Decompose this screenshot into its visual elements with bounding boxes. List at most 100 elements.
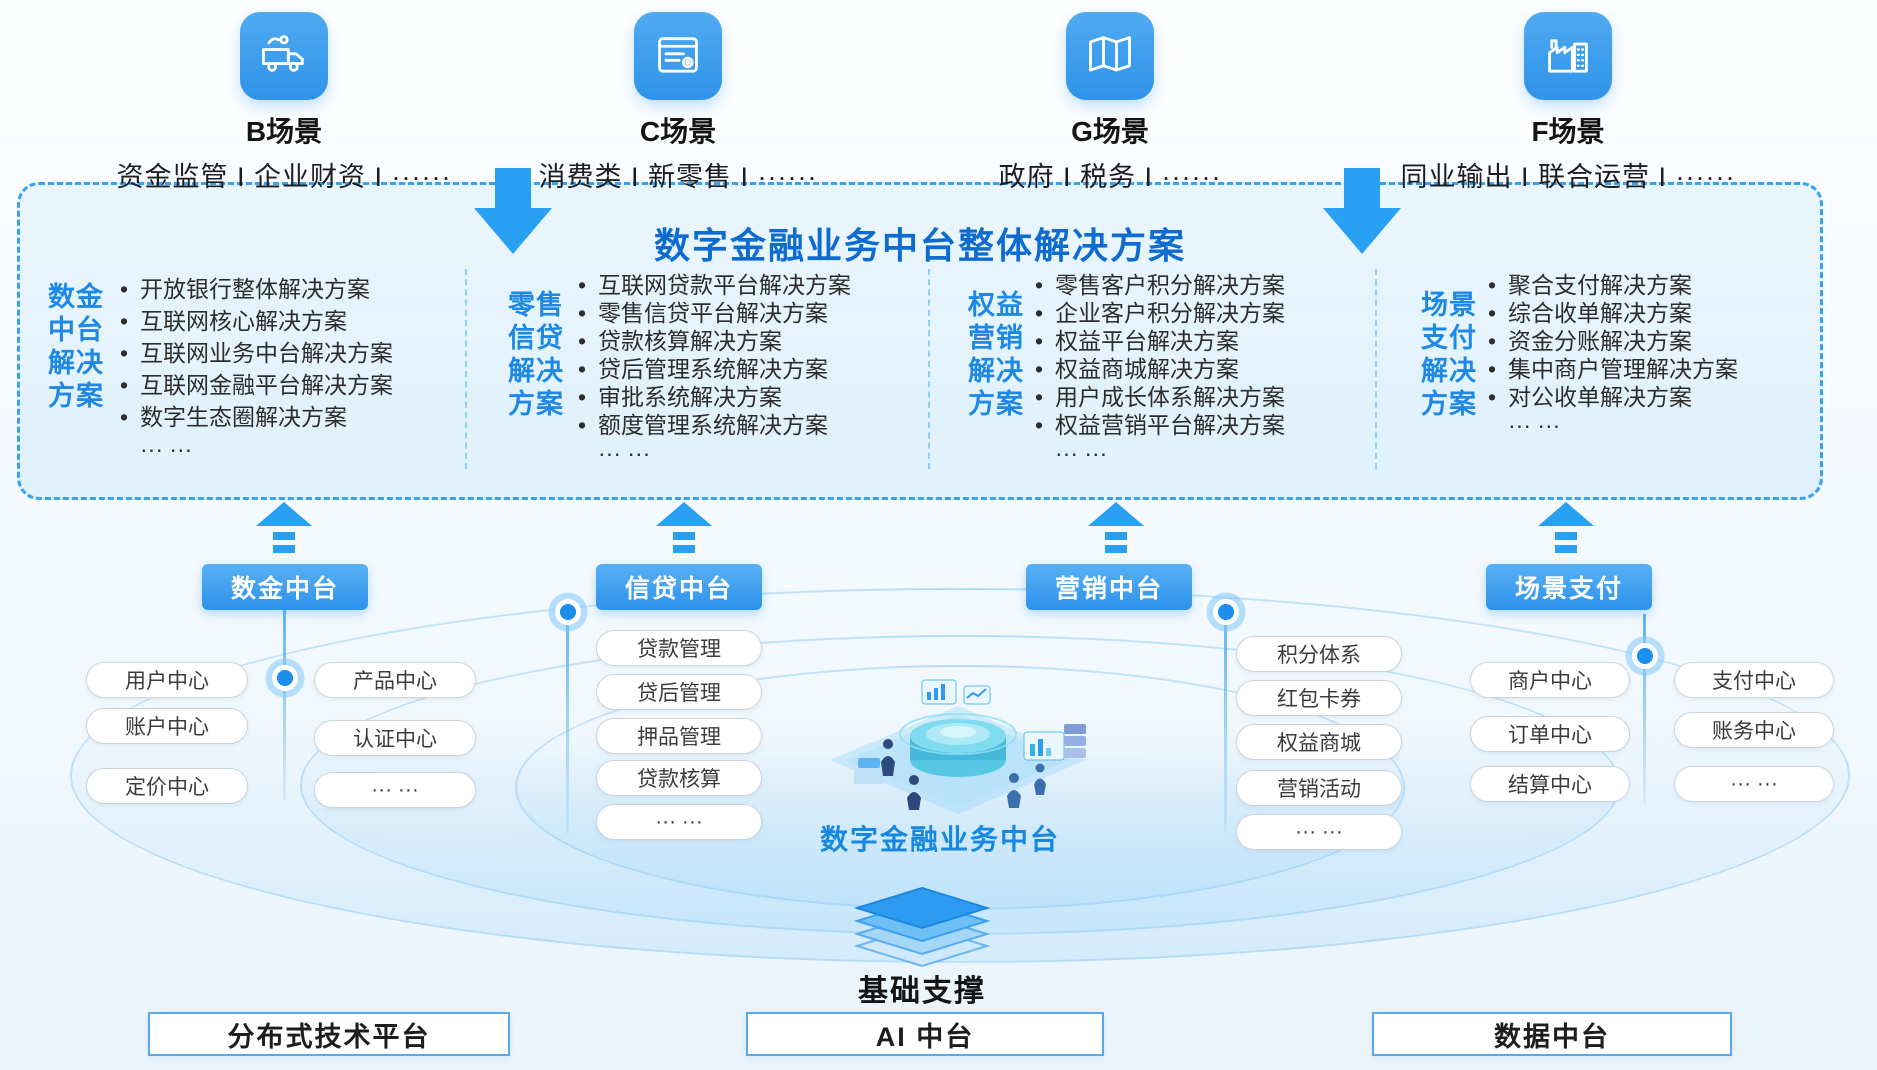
column-label-line: 解决 [508,356,564,386]
scenario-title: C场景 [639,116,717,147]
receipt-icon [634,12,722,100]
solution-item: 互联网贷款平台解决方案 [578,271,914,299]
pill-zhanghu: 账户中心 [86,708,248,744]
pill-chanpin: 产品中心 [314,662,476,698]
scenario-title: G场景 [1071,116,1149,147]
center-platform-label: 数字金融业务中台 [819,824,1060,855]
connector-line [283,610,286,800]
connector-line [1224,608,1227,833]
pill-jiesuan: 结算中心 [1470,766,1630,802]
foundation-box-distributed: 分布式技术平台 [148,1012,510,1056]
solution-item: ··· ··· [1055,440,1108,466]
scenario-f: F场景 同业输出 I 联合运营 I ······ [1308,12,1828,194]
pill-jifen: 积分体系 [1236,636,1402,672]
solution-box: 数字金融业务中台整体解决方案 数金 中台 解决 方案 开放银行整体解决方案 互联… [17,182,1823,500]
pill-huodong: 营销活动 [1236,770,1402,806]
pill-zhifu: 支付中心 [1674,662,1834,698]
scenario-title: B场景 [245,116,323,147]
solution-item: 企业客户积分解决方案 [1035,299,1371,327]
solution-item: ··· ··· [598,440,651,466]
solution-item: 资金分账解决方案 [1488,327,1808,355]
solution-item: 贷款核算解决方案 [578,327,914,355]
scenario-subtitle: 资金监管 I 企业财资 I ······ [116,162,452,192]
solution-item-list: 互联网贷款平台解决方案 零售信贷平台解决方案 贷款核算解决方案 贷后管理系统解决… [578,271,914,467]
solution-item: 对公收单解决方案 [1488,383,1808,411]
connector-line [1643,614,1646,804]
solution-item-list: 零售客户积分解决方案 企业客户积分解决方案 权益平台解决方案 权益商城解决方案 … [1035,271,1371,467]
foundation-box-ai: AI 中台 [746,1012,1104,1056]
scenario-title: F场景 [1531,116,1605,147]
solution-item: 互联网核心解决方案 [120,305,456,337]
solution-item: 集中商户管理解决方案 [1488,355,1808,383]
platform-chip-shujin: 数金中台 [202,564,368,610]
pill-renzheng: 认证中心 [314,720,476,756]
foundation-box-data: 数据中台 [1372,1012,1732,1056]
truck-icon [240,12,328,100]
solution-item: ··· ··· [1508,412,1561,438]
pill-dingjia: 定价中心 [86,768,248,804]
solution-item-list: 聚合支付解决方案 综合收单解决方案 资金分账解决方案 集中商户管理解决方案 对公… [1488,271,1808,439]
scenario-subtitle: 政府 I 税务 I ······ [998,162,1222,192]
column-label-line: 营销 [968,323,1024,353]
scenario-subtitle: 消费类 I 新零售 I ······ [538,162,818,192]
up-arrow-icon [656,502,712,553]
solution-item: 零售客户积分解决方案 [1035,271,1371,299]
solution-item: 用户成长体系解决方案 [1035,383,1371,411]
up-arrow-icon [1538,502,1594,553]
solution-item: 互联网业务中台解决方案 [120,337,456,369]
column-label-line: 方案 [508,389,564,419]
down-arrow-icon [474,168,552,254]
solution-item: 额度管理系统解决方案 [578,411,914,439]
column-label-shujin: 数金 中台 解决 方案 [46,281,106,413]
down-arrow-icon [1323,168,1401,254]
pill-daikuan-guanli: 贷款管理 [596,630,762,666]
solution-item: 审批系统解决方案 [578,383,914,411]
pill-zhangwu: 账务中心 [1674,712,1834,748]
column-label-line: 零售 [508,290,564,320]
scenario-c: C场景 消费类 I 新零售 I ······ [418,12,938,194]
solution-item: 互联网金融平台解决方案 [120,369,456,401]
factory-icon [1524,12,1612,100]
map-icon [1066,12,1154,100]
scenario-subtitle: 同业输出 I 联合运营 I ······ [1400,162,1736,192]
scenario-g: G场景 政府 I 税务 I ······ [850,12,1370,194]
column-label-line: 支付 [1421,323,1477,353]
connector-line [566,608,569,833]
column-label-changjing: 场景 支付 解决 方案 [1419,289,1479,421]
column-divider [465,269,467,469]
solution-item: 数字生态圈解决方案 [120,401,456,433]
column-label-line: 方案 [1421,389,1477,419]
column-label-line: 场景 [1421,290,1477,320]
platform-chip-changjing: 场景支付 [1486,564,1652,610]
foundation-label: 基础支撑 [858,975,986,1008]
pill-more: ··· ··· [314,772,476,808]
pill-daikuan-hesuan: 贷款核算 [596,760,762,796]
solution-item: ··· ··· [140,436,193,462]
platform-chip-yingxiao: 营销中台 [1026,564,1192,610]
column-label-quanyi: 权益 营销 解决 方案 [966,289,1026,421]
column-label-line: 数金 [48,282,104,312]
scenario-b: B场景 资金监管 I 企业财资 I ······ [24,12,544,194]
column-divider [928,269,930,469]
solution-item: 零售信贷平台解决方案 [578,299,914,327]
connector-dot [1625,636,1665,676]
solution-item: 权益营销平台解决方案 [1035,411,1371,439]
column-label-line: 解决 [1421,356,1477,386]
column-label-line: 信贷 [508,323,564,353]
up-arrow-icon [256,502,312,553]
pill-more: ··· ··· [1674,766,1834,802]
pill-yapin: 押品管理 [596,718,762,754]
column-label-line: 方案 [968,389,1024,419]
foundation-layers-icon [853,886,991,968]
solution-item: 综合收单解决方案 [1488,299,1808,327]
pill-shangcheng: 权益商城 [1236,724,1402,760]
column-label-lingshou: 零售 信贷 解决 方案 [506,289,566,421]
connector-dot [1206,592,1246,632]
column-label-line: 方案 [48,381,104,411]
pill-hongbao: 红包卡券 [1236,680,1402,716]
pill-yonghu: 用户中心 [86,662,248,698]
pill-dingdan: 订单中心 [1470,716,1630,752]
connector-dot [548,592,588,632]
solution-title: 数字金融业务中台整体解决方案 [653,225,1186,266]
